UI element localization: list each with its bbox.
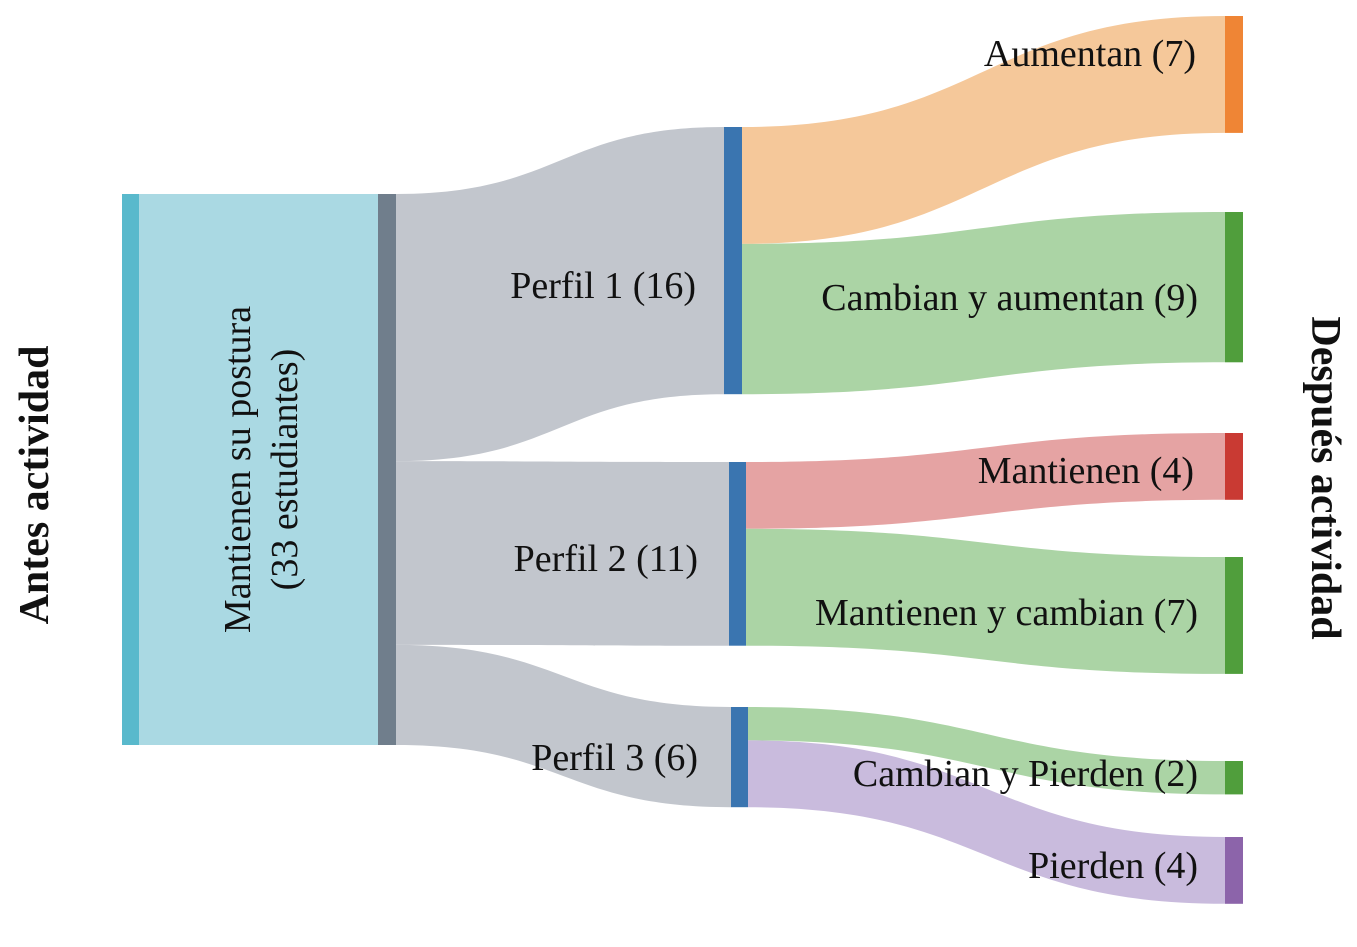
link-p2-myc [746, 528, 1225, 674]
node-label-cya: Cambian y aumentan (9) [821, 277, 1198, 319]
link-p3-pie [748, 740, 1225, 904]
node-p2 [729, 462, 746, 646]
node-label-source-line-2: (33 estudiantes) [264, 349, 306, 591]
link-src-p1 [396, 127, 724, 462]
node-label-man: Mantienen (4) [978, 450, 1194, 492]
node-source-bar [122, 194, 139, 745]
node-p3 [731, 707, 748, 808]
node-label-source-line-1: Mantienen su postura [217, 306, 259, 633]
node-label-cyp: Cambian y Pierden (2) [853, 753, 1198, 795]
nodes-layer [122, 16, 1243, 904]
link-src-p3 [396, 644, 731, 808]
node-man [1225, 433, 1243, 500]
node-cyp [1225, 761, 1243, 795]
node-label-p3: Perfil 3 (6) [531, 737, 698, 779]
node-p1 [724, 127, 742, 395]
links-layer [396, 16, 1225, 904]
node-source-outflow-bar [378, 194, 396, 745]
link-p1-aum [742, 16, 1225, 244]
stage-label-before: Antes actividad [12, 346, 58, 625]
node-cya [1225, 212, 1243, 363]
node-label-pie: Pierden (4) [1028, 845, 1198, 887]
link-src-p2 [396, 461, 729, 646]
link-p1-cya [742, 212, 1225, 395]
node-pie [1225, 837, 1243, 904]
node-label-aum: Aumentan (7) [984, 33, 1196, 75]
link-p2-man [746, 433, 1225, 529]
node-label-myc: Mantienen y cambian (7) [815, 592, 1198, 634]
node-source-block [122, 194, 396, 745]
stage-label-after: Después actividad [1302, 316, 1348, 639]
node-label-p1: Perfil 1 (16) [510, 265, 696, 307]
node-myc [1225, 557, 1243, 674]
link-p3-cyp [748, 707, 1225, 795]
node-aum [1225, 16, 1243, 133]
node-label-p2: Perfil 2 (11) [514, 538, 698, 580]
labels-layer: Antes actividad Después actividad Mantie… [12, 33, 1348, 887]
